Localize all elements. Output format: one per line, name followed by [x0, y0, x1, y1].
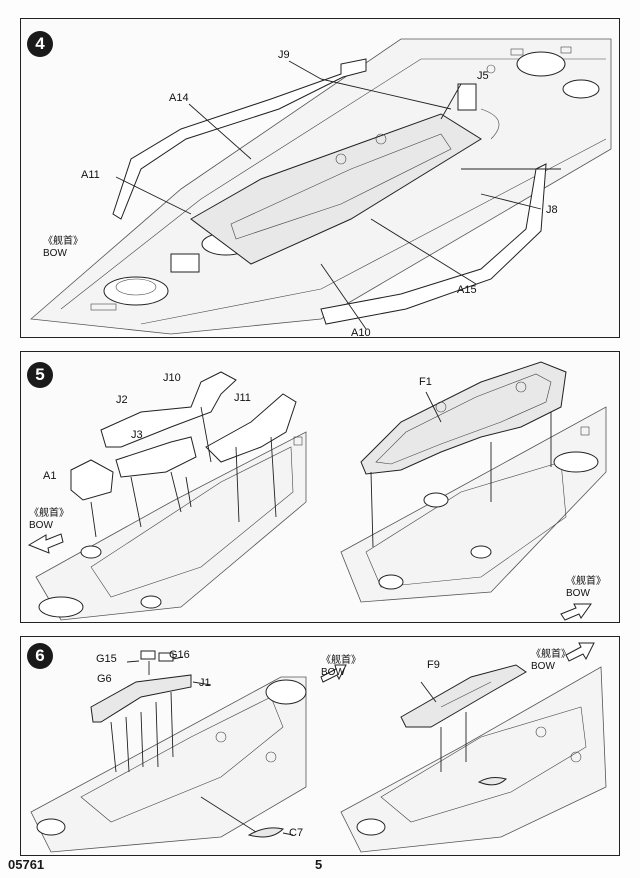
- part-label-a10: A10: [351, 327, 371, 338]
- part-label-a14: A14: [169, 92, 189, 104]
- part-label-j1: J1: [199, 677, 211, 689]
- step-number-badge: 6: [27, 643, 53, 669]
- part-label-f1: F1: [419, 376, 432, 388]
- step-5-panel: 5 J10 J2 J11 J3 A1 F1 《舰首》 BOW 《舰首》 BOW: [20, 351, 620, 623]
- part-label-j5: J5: [477, 70, 489, 82]
- bow-label-en: BOW: [566, 588, 590, 599]
- bow-label-cn: 《舰首》: [321, 655, 361, 666]
- bow-label-cn: 《舰首》: [531, 649, 571, 660]
- bow-label-cn: 《舰首》: [566, 576, 606, 587]
- part-label-j10: J10: [163, 372, 181, 384]
- step-number-badge: 4: [27, 31, 53, 57]
- part-label-g16: G16: [169, 649, 190, 661]
- bow-direction-label: 《舰首》 BOW: [43, 236, 83, 260]
- step-5-drawing: [27, 361, 607, 621]
- part-label-g6: G6: [97, 673, 112, 685]
- bow-direction-label-right: 《舰首》 BOW: [531, 649, 571, 673]
- step-6-panel: 6 G15 G16 G6 J1 C7 F9 《舰首》 BOW 《舰首》 BOW: [20, 636, 620, 856]
- bow-label-en: BOW: [531, 661, 555, 672]
- part-label-a15: A15: [457, 284, 477, 296]
- step-6-drawing: [30, 642, 607, 853]
- step-4-panel: 4 A14 J9 J5 A11 J8 A15 A10 《舰首》 BOW: [20, 18, 620, 338]
- part-label-j11: J11: [234, 392, 251, 404]
- bow-direction-label-left: 《舰首》 BOW: [29, 508, 69, 532]
- bow-direction-label-right: 《舰首》 BOW: [566, 576, 606, 600]
- bow-label-en: BOW: [29, 520, 53, 531]
- part-label-j2: J2: [116, 394, 128, 406]
- part-label-j8: J8: [546, 204, 558, 216]
- part-label-j9: J9: [278, 49, 290, 61]
- step-number-badge: 5: [27, 362, 53, 388]
- part-label-j3: J3: [131, 429, 143, 441]
- part-label-a11: A11: [81, 169, 100, 181]
- bow-label-en: BOW: [321, 667, 345, 678]
- bow-label-en: BOW: [43, 248, 67, 259]
- page-number: 5: [315, 857, 323, 872]
- part-label-a1: A1: [43, 470, 57, 482]
- step-4-drawing: [30, 38, 612, 335]
- product-code: 05761: [8, 857, 45, 872]
- bow-direction-label-left: 《舰首》 BOW: [321, 655, 361, 679]
- part-label-f9: F9: [427, 659, 440, 671]
- part-label-c7: C7: [289, 827, 304, 839]
- bow-label-cn: 《舰首》: [29, 508, 69, 519]
- bow-label-cn: 《舰首》: [43, 236, 83, 247]
- part-label-g15: G15: [96, 653, 117, 665]
